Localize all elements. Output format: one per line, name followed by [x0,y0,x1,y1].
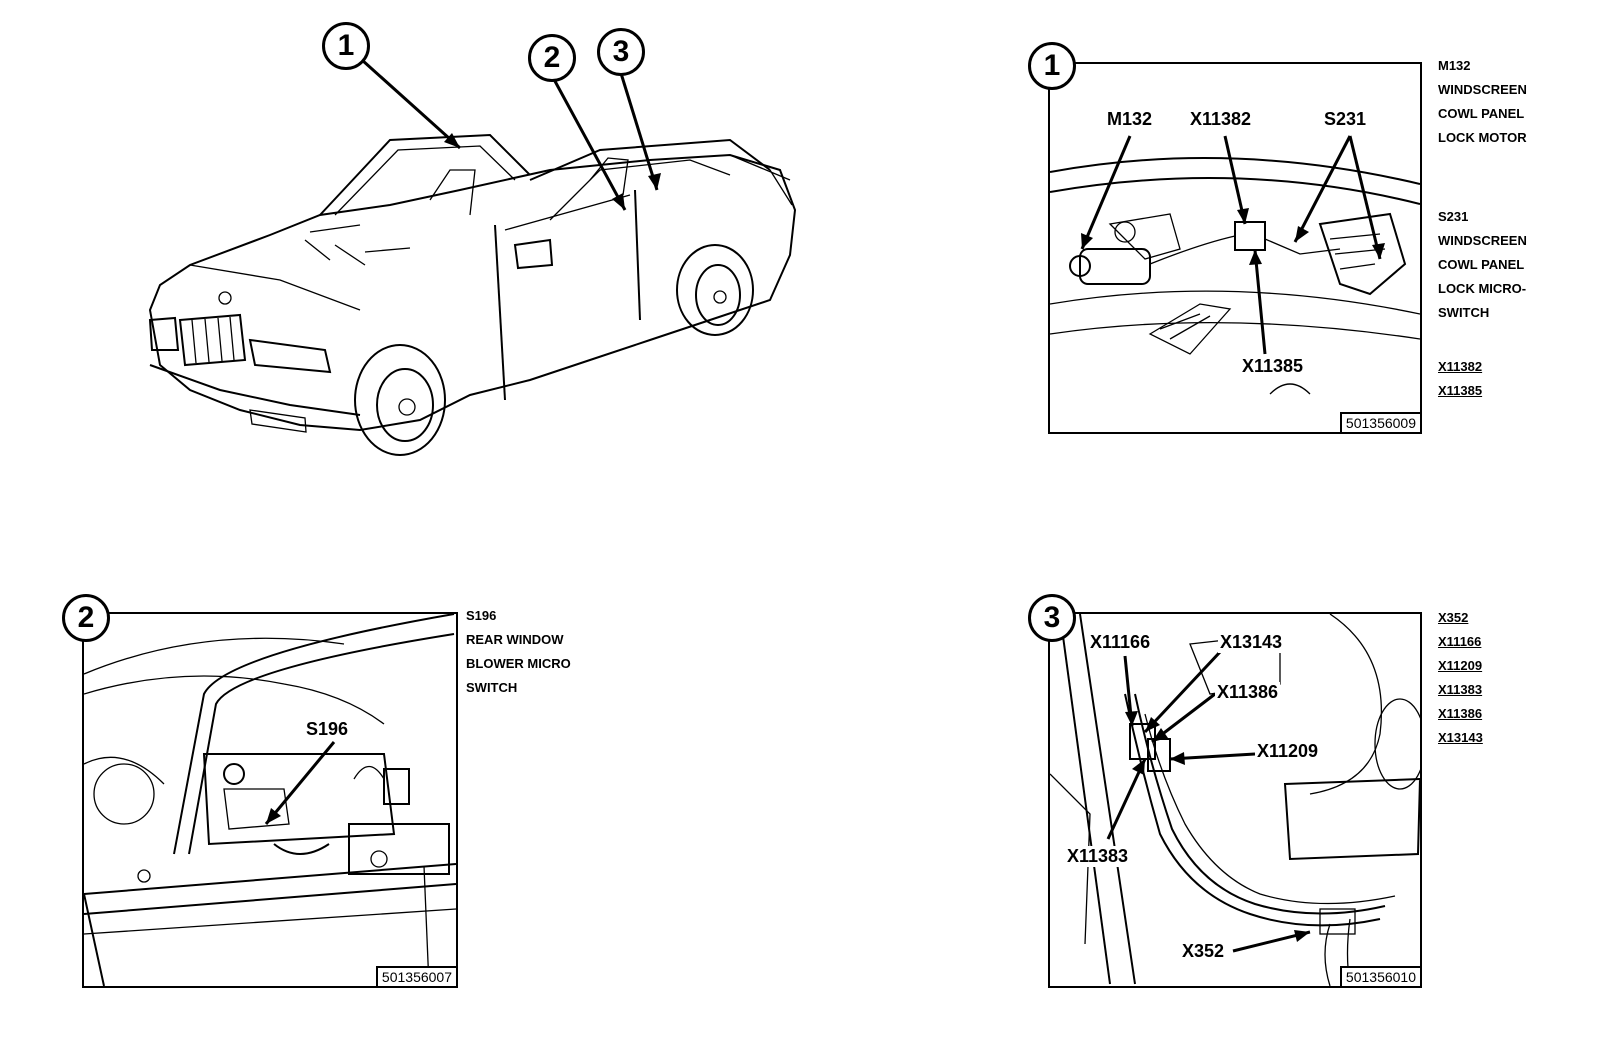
panel1-label-x11382: X11382 [1188,109,1254,130]
panel3-badge: 3 [1028,594,1076,642]
legend-connector-x11383: X11383 [1438,682,1483,697]
legend-m132-desc-1: WINDSCREEN [1438,82,1527,97]
legend-m132-desc-3: LOCK MOTOR [1438,130,1527,145]
legend-s231-desc-1: WINDSCREEN [1438,233,1527,248]
panel-2-illustration [84,614,456,986]
panel1-legend: M132 WINDSCREEN COWL PANEL LOCK MOTOR [1438,54,1527,150]
legend-connector-x11386: X11386 [1438,706,1483,721]
legend-s231-desc-3: LOCK MICRO- [1438,281,1527,296]
legend-connector-x11166: X11166 [1438,634,1482,649]
panel3-label-x13143: X13143 [1218,632,1285,653]
legend-s196-desc-1: REAR WINDOW [466,632,564,647]
legend-s231-desc-2: COWL PANEL [1438,257,1525,272]
legend-connector-x11209: X11209 [1438,658,1483,673]
detail-panel-1: M132 X11382 S231 X11385 501356009 [1048,62,1422,434]
car-illustration [148,58,797,456]
legend-m132-code: M132 [1438,58,1471,73]
legend-m132-desc-2: COWL PANEL [1438,106,1525,121]
legend-connector-x11385: X11385 [1438,383,1483,398]
car-callout-2: 2 [528,34,576,82]
panel1-label-x11385: X11385 [1240,356,1306,377]
detail-panel-3: X11166 X13143 X11386 X11209 X11383 X352 … [1048,612,1422,988]
panel3-label-x11166: X11166 [1088,632,1153,653]
panel3-label-x352: X352 [1180,941,1227,962]
panel1-badge: 1 [1028,42,1076,90]
car-callout-3: 3 [597,28,645,76]
panel1-legend-s231: S231 WINDSCREEN COWL PANEL LOCK MICRO- S… [1438,205,1527,325]
panel-1-illustration [1050,135,1420,395]
panel-3-illustration [1050,614,1420,986]
legend-connector-x11382: X11382 [1438,359,1483,374]
panel1-part-number: 501356009 [1339,412,1420,432]
legend-s196-desc-3: SWITCH [466,680,518,695]
panel1-label-m132: M132 [1105,109,1155,130]
legend-connector-x13143: X13143 [1438,730,1483,745]
panel3-label-x11383: X11383 [1065,846,1131,867]
legend-s196-code: S196 [466,608,497,623]
panel3-legend: X352 X11166 X11209 X11383 X11386 X13143 [1438,606,1483,750]
panel1-legend-connectors: X11382 X11385 [1438,355,1482,403]
panel1-label-s231: S231 [1322,109,1369,130]
panel3-label-x11209: X11209 [1255,741,1321,762]
panel3-part-number: 501356010 [1339,966,1420,986]
car-overview: 1 2 3 [130,20,830,470]
legend-s231-code: S231 [1438,209,1469,224]
legend-s196-desc-2: BLOWER MICRO [466,656,571,671]
car-callout-1: 1 [322,22,370,70]
detail-panel-2: S196 501356007 [82,612,458,988]
panel2-part-number: 501356007 [375,966,456,986]
panel3-label-x11386: X11386 [1215,682,1281,703]
legend-s231-desc-4: SWITCH [1438,305,1490,320]
panel2-badge: 2 [62,594,110,642]
panel2-legend: S196 REAR WINDOW BLOWER MICRO SWITCH [466,604,571,700]
legend-connector-x352: X352 [1438,610,1469,625]
panel2-label-s196: S196 [304,719,351,740]
